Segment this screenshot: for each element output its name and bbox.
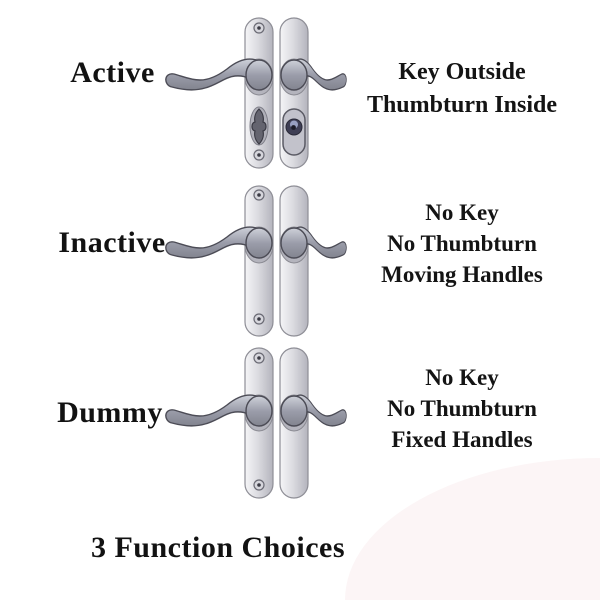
dummy-description: No Key No Thumbturn Fixed Handles xyxy=(347,362,577,455)
lever-handle-icon xyxy=(166,227,347,263)
lever-handle-icon xyxy=(166,395,347,431)
lever-handle-icon xyxy=(166,59,347,95)
screw-icon xyxy=(253,352,265,364)
description-line: No Key xyxy=(425,365,499,390)
description-line: Fixed Handles xyxy=(391,427,533,452)
screw-icon xyxy=(253,149,265,161)
row-label-inactive: Inactive xyxy=(58,226,166,259)
active-handle-pair-illustration xyxy=(160,17,352,169)
description-line: No Key xyxy=(425,200,499,225)
screw-icon xyxy=(253,22,265,34)
active-description: Key Outside Thumbturn Inside xyxy=(347,56,577,122)
screw-icon xyxy=(253,479,265,491)
row-label-dummy: Dummy xyxy=(57,396,163,429)
description-line: Moving Handles xyxy=(381,262,543,287)
inactive-description: No Key No Thumbturn Moving Handles xyxy=(347,197,577,290)
description-line: No Thumbturn xyxy=(387,231,537,256)
background-blob xyxy=(345,458,600,600)
screw-icon xyxy=(253,313,265,325)
description-line: Thumbturn Inside xyxy=(366,92,558,118)
description-line: Key Outside xyxy=(398,59,526,85)
row-label-active: Active xyxy=(70,56,155,89)
description-line: No Thumbturn xyxy=(387,396,537,421)
dummy-handle-pair-illustration xyxy=(160,347,352,499)
inactive-handle-pair-illustration xyxy=(160,185,352,337)
thumbturn-icon xyxy=(249,106,269,146)
screw-icon xyxy=(253,189,265,201)
key-cylinder-icon xyxy=(282,108,306,156)
footer-title: 3 Function Choices xyxy=(90,531,345,564)
